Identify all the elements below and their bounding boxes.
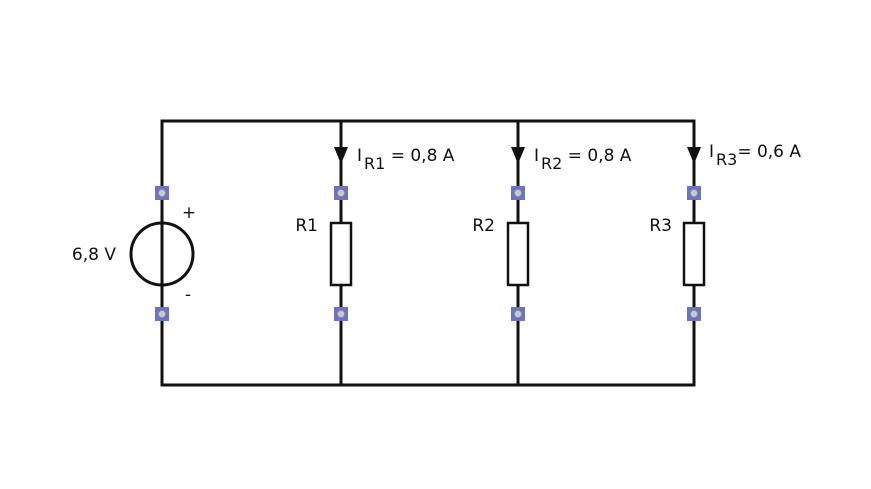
r3-current-subscript: R3 (716, 150, 737, 169)
source-voltage-label: 6,8 V (72, 245, 116, 265)
resistor-r2-body (506, 221, 530, 287)
resistor-r3: R3 (649, 216, 706, 287)
resistor-r1-label: R1 (295, 216, 318, 236)
terminal-r1-top-icon (334, 186, 348, 200)
terminal-r1-bottom-icon (334, 307, 348, 321)
wires (160, 119, 696, 387)
terminal-source-top-icon (155, 186, 169, 200)
resistor-r3-label: R3 (649, 216, 672, 236)
r1-current-value: = 0,8 A (385, 146, 454, 166)
voltage-source: 6,8 V + - (72, 203, 196, 305)
resistor-r3-body (682, 221, 706, 287)
r3-current-value: = 0,6 A (737, 142, 801, 162)
terminal-r3-top-icon (687, 186, 701, 200)
r1-current-symbol: I (357, 146, 362, 166)
current-arrows (334, 147, 701, 164)
resistor-r2: R2 (472, 216, 530, 287)
terminals (155, 186, 701, 321)
r3-current-symbol: I (709, 142, 714, 162)
terminal-source-bottom-icon (155, 307, 169, 321)
r2-current-symbol: I (534, 146, 539, 166)
source-plus-label: + (182, 203, 196, 223)
r1-current-arrow-icon (334, 147, 348, 164)
resistor-r1: R1 (295, 216, 353, 287)
source-minus-label: - (185, 285, 191, 305)
terminal-r3-bottom-icon (687, 307, 701, 321)
r3-current-arrow-icon (687, 147, 701, 164)
resistor-r2-label: R2 (472, 216, 495, 236)
r2-current-arrow-icon (511, 147, 525, 164)
r2-current-value: = 0,8 A (562, 146, 631, 166)
r1-current-subscript: R1 (364, 154, 385, 173)
terminal-r2-bottom-icon (511, 307, 525, 321)
terminal-r2-top-icon (511, 186, 525, 200)
r2-current-subscript: R2 (541, 154, 562, 173)
resistor-r1-body (329, 221, 353, 287)
